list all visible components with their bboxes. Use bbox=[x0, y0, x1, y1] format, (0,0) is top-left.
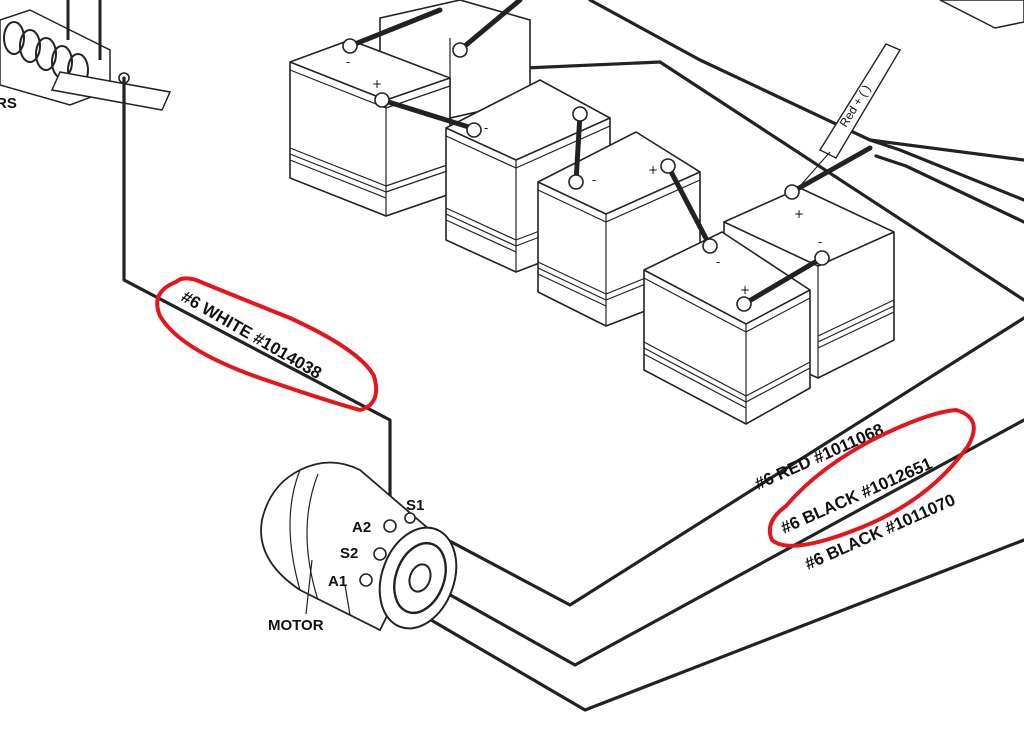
motor-label: MOTOR bbox=[268, 617, 324, 634]
plus-sign: + bbox=[648, 163, 658, 177]
red-wire bbox=[588, 0, 1024, 162]
minus-sign: - bbox=[346, 55, 350, 69]
battery-pack: + - - - + - + - + bbox=[289, 0, 895, 425]
minus-sign: - bbox=[484, 121, 488, 135]
motor bbox=[260, 461, 458, 632]
plus-sign: + bbox=[372, 77, 382, 91]
terminal-a1-label: A1 bbox=[328, 573, 347, 590]
minus-sign: - bbox=[818, 235, 822, 249]
terminal-a2-label: A2 bbox=[352, 519, 371, 536]
battery bbox=[289, 39, 451, 217]
battery bbox=[643, 231, 811, 425]
plus-sign: + bbox=[794, 207, 804, 221]
plus-sign: + bbox=[740, 283, 750, 297]
minus-sign: - bbox=[716, 255, 720, 269]
white-wire-highlight bbox=[155, 276, 379, 412]
white-wire bbox=[122, 76, 392, 522]
black-wire-highlight bbox=[767, 408, 976, 548]
terminal-s1-label: S1 bbox=[406, 497, 424, 514]
coil-assembly bbox=[0, 0, 172, 111]
terminal-s2-label: S2 bbox=[340, 545, 358, 562]
minus-sign: - bbox=[592, 173, 596, 187]
cropped-label: RS bbox=[0, 95, 17, 112]
